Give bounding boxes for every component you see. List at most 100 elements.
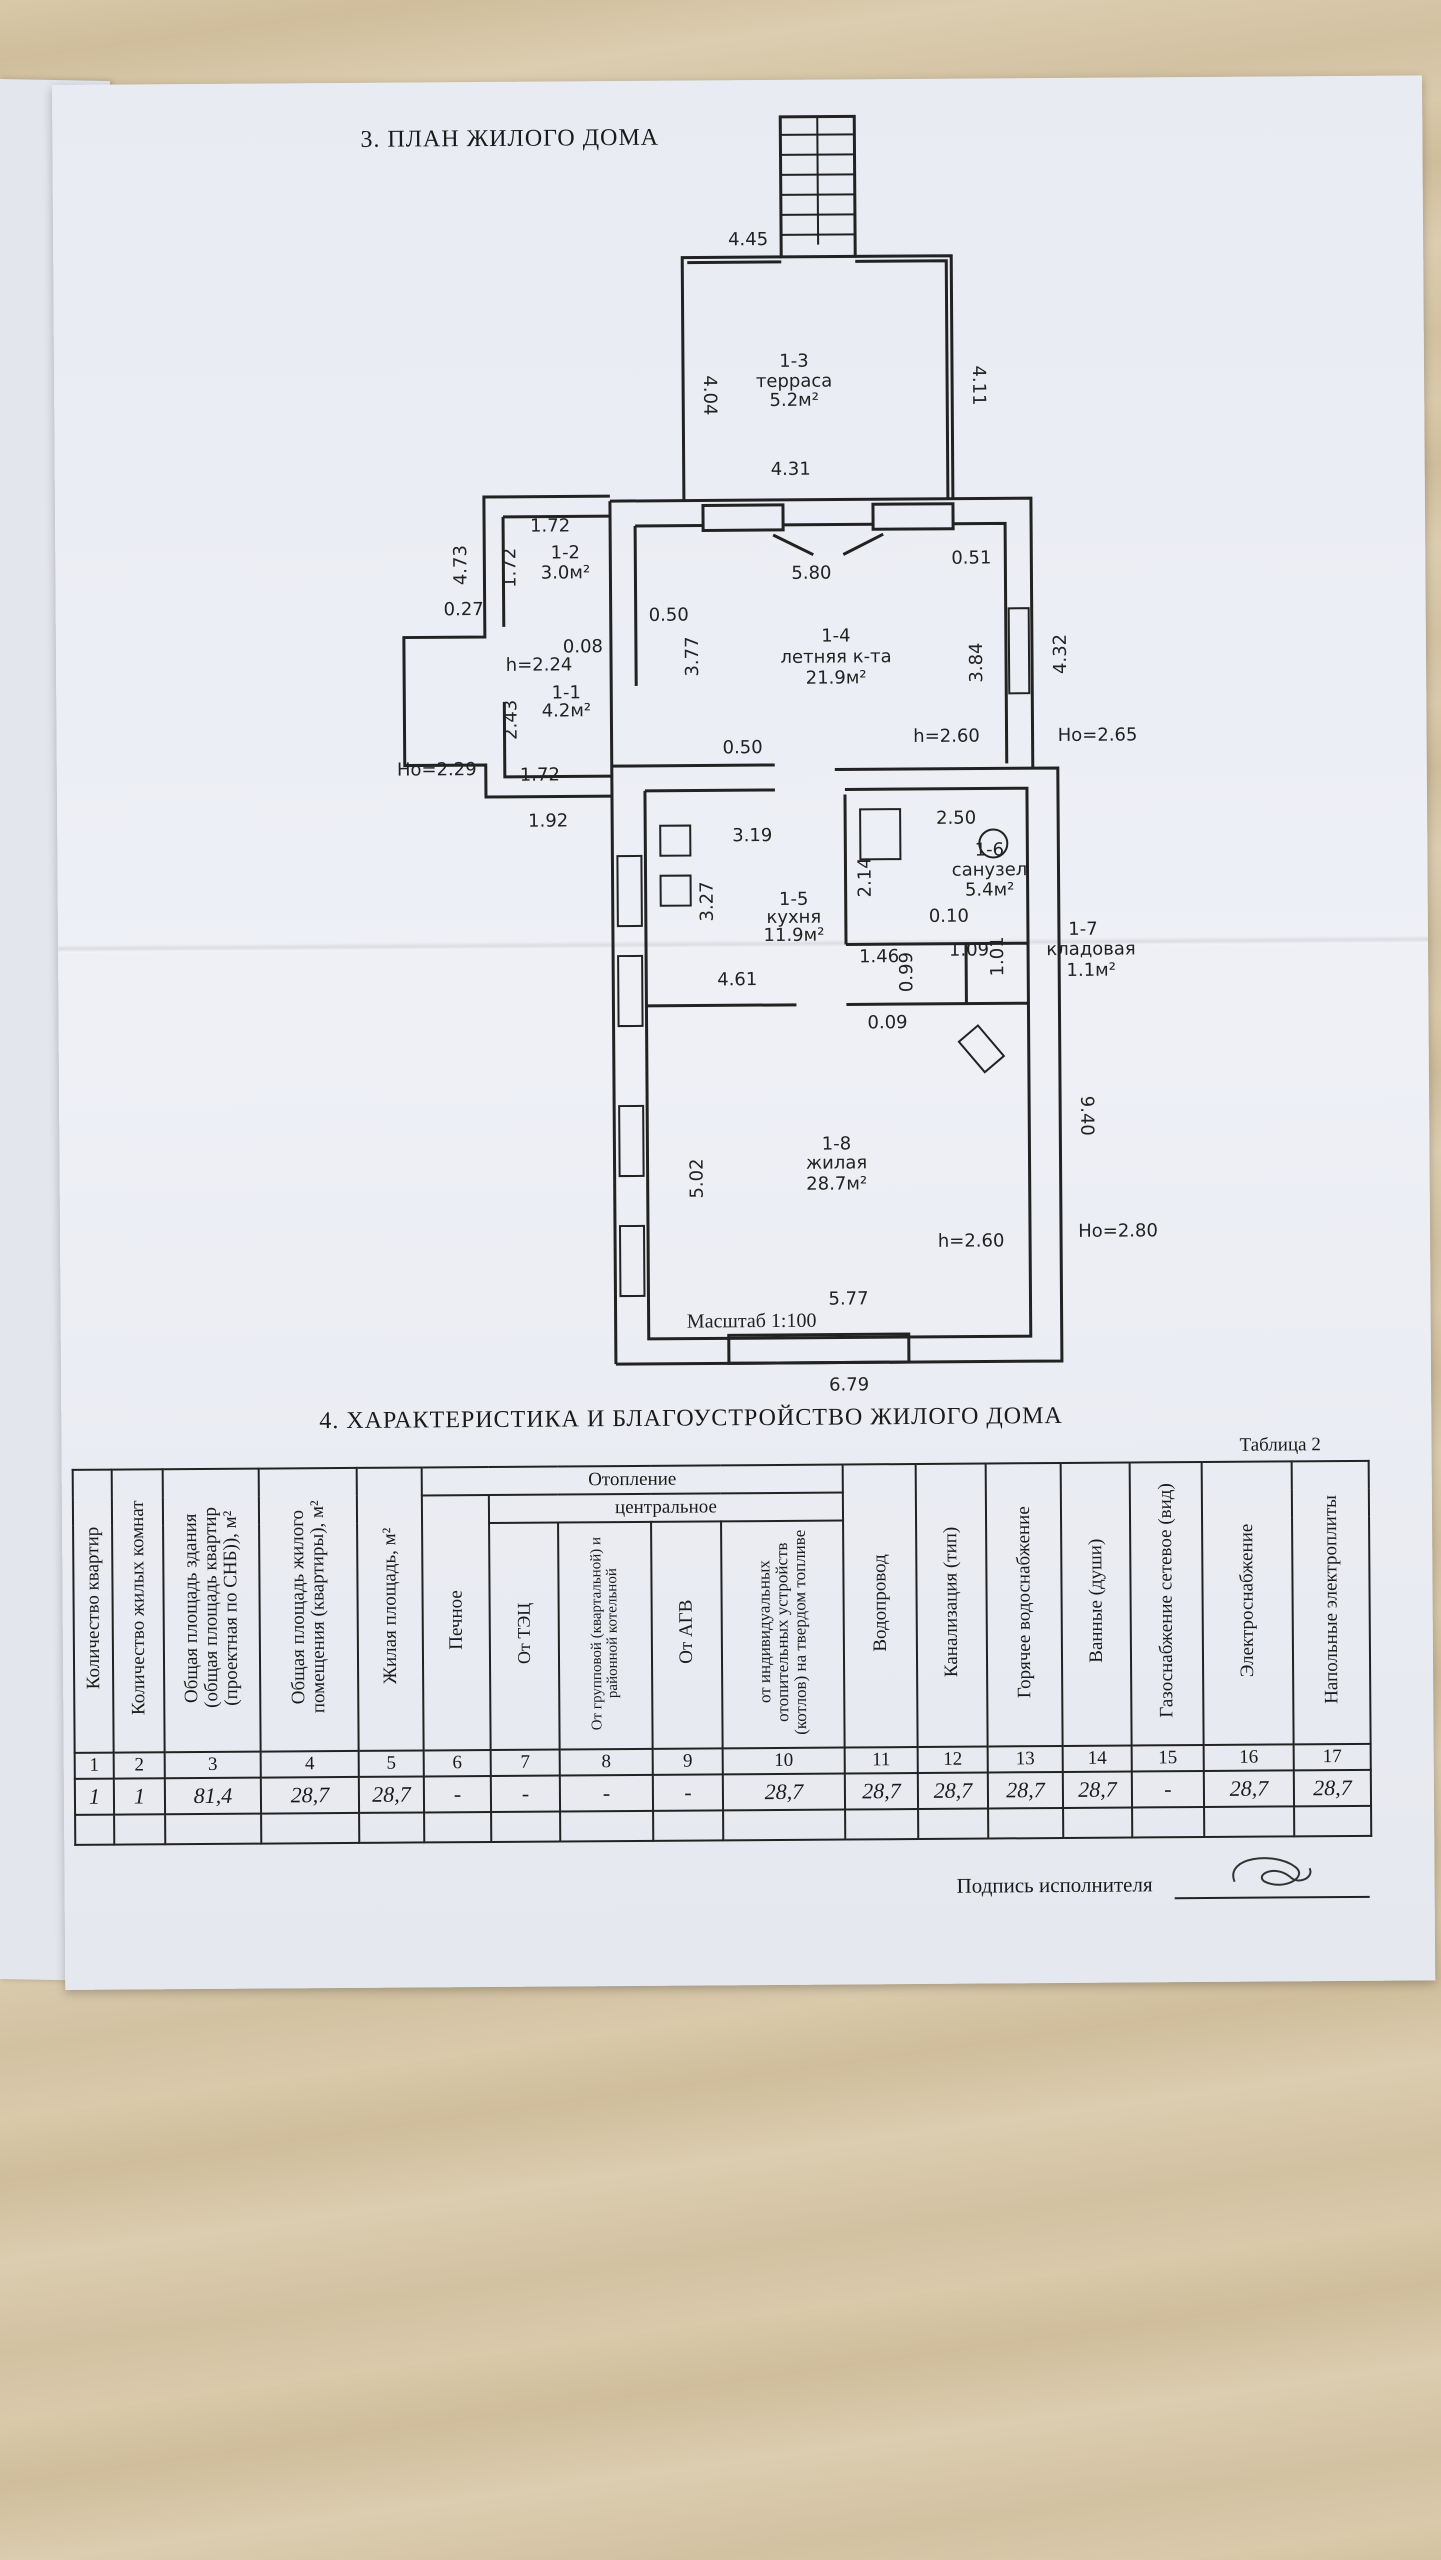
header-cell: Горячее водоснабжение: [1012, 1505, 1035, 1698]
cell: 8: [559, 1748, 653, 1776]
document-page: 3. ПЛАН ЖИЛОГО ДОМА 4.45 4.04 1-3 террас…: [52, 75, 1436, 1990]
dim-label: 0.51: [951, 547, 991, 568]
cell: 28,7: [987, 1771, 1064, 1809]
dim-label: 0.27: [444, 599, 484, 620]
cell: 28,7: [1203, 1770, 1295, 1807]
room-number: 1-2: [551, 542, 581, 563]
cell: 3: [164, 1751, 261, 1779]
cell: 17: [1293, 1743, 1371, 1771]
cell: 10: [722, 1747, 845, 1775]
cell: -: [559, 1774, 654, 1812]
room-area: 5.2м²: [769, 390, 819, 411]
scale-label: Масштаб 1:100: [687, 1310, 817, 1333]
cell: 81,4: [164, 1777, 262, 1815]
height-label: Но=2.80: [1078, 1220, 1158, 1242]
cell: -: [490, 1775, 561, 1812]
cell: -: [1131, 1771, 1205, 1808]
header-cell: Электроснабжение: [1236, 1523, 1259, 1678]
room-area: 21.9м²: [806, 667, 867, 688]
dim-label: 2.50: [936, 808, 976, 829]
header-group-central: центральное: [488, 1492, 844, 1523]
cell: -: [423, 1775, 492, 1813]
dim-label: 0.50: [723, 737, 763, 758]
cell: 13: [987, 1745, 1063, 1773]
dim-label: 3.77: [682, 636, 703, 676]
dim-label: 1.46: [859, 946, 899, 967]
room-name: кладовая: [1046, 938, 1135, 960]
cell: 16: [1203, 1744, 1294, 1772]
characteristics-table: Количество квартир Количество жилых комн…: [72, 1460, 1373, 1846]
room-name: летняя к-та: [780, 646, 891, 668]
cell: 5: [358, 1750, 424, 1777]
dim-label: 4.45: [728, 229, 768, 250]
dim-label: 3.84: [966, 642, 987, 682]
cell: 2: [113, 1752, 165, 1779]
dim-label: 0.09: [867, 1012, 907, 1033]
cell: 28,7: [722, 1773, 846, 1811]
header-cell: Жилая площадь, м²: [378, 1527, 401, 1685]
dim-label: 4.61: [717, 969, 757, 990]
dim-label: 4.31: [771, 459, 811, 480]
cell: 28,7: [917, 1772, 989, 1809]
cell: 15: [1131, 1745, 1204, 1772]
header-cell: Ванные (души): [1084, 1539, 1107, 1664]
header-cell: от индивидуальных отопительных устройств…: [754, 1529, 811, 1735]
height-label: h=2.24: [506, 654, 573, 675]
cell: 1: [74, 1778, 115, 1815]
dim-label: 4.04: [699, 375, 720, 415]
dim-label: 4.11: [968, 365, 989, 405]
signature-label: Подпись исполнителя: [956, 1872, 1153, 1898]
room-name: санузел: [952, 859, 1028, 881]
room-number: 1-4: [821, 625, 851, 646]
height-label: Но=2.65: [1058, 724, 1138, 746]
room-number: 1-8: [822, 1133, 852, 1154]
stair-steps: [780, 116, 856, 245]
room-number: 1-7: [1068, 919, 1098, 940]
cell: 4: [260, 1750, 359, 1778]
dim-label: 0.50: [649, 605, 689, 626]
height-label: h=2.60: [913, 726, 980, 747]
dim-label: 4.73: [450, 545, 471, 585]
cell: 11: [844, 1746, 918, 1774]
dim-label: 9.40: [1076, 1096, 1097, 1136]
dim-label: 1.72: [499, 548, 520, 588]
header-cell: От ТЭЦ: [513, 1603, 535, 1665]
header-cell: Общая площадь здания (общая площадь квар…: [180, 1506, 243, 1708]
dim-label: 0.08: [563, 636, 603, 657]
cell: 12: [917, 1746, 988, 1773]
height-label: Но=2.29: [397, 759, 477, 781]
room-area: 3.0м²: [541, 562, 591, 583]
dim-label: 1.72: [530, 515, 570, 536]
room-name: жилая: [806, 1152, 867, 1173]
header-cell: От групповой (квартальной) и районной ко…: [587, 1536, 621, 1730]
room-name: кухня: [766, 907, 821, 928]
dim-label: 0.99: [896, 952, 917, 992]
cell: 28,7: [1293, 1769, 1372, 1807]
dim-label: 3.27: [697, 881, 718, 921]
cell: 28,7: [844, 1772, 919, 1810]
room-number: 1-5: [779, 889, 809, 910]
floor-plan: 4.45 4.04 1-3 терраса 5.2м² 4.11 4.31 1.…: [397, 114, 1158, 1396]
dim-label: 5.77: [828, 1288, 868, 1309]
header-cell: Газоснабжение сетевое (вид): [1154, 1483, 1178, 1719]
cell: 28,7: [260, 1776, 360, 1814]
height-label: h=2.60: [938, 1230, 1005, 1251]
dim-label: 1.09: [949, 939, 989, 960]
cell: 6: [423, 1749, 491, 1777]
header-cell: Печное: [445, 1589, 467, 1650]
room-area: 1.1м²: [1066, 960, 1116, 981]
dim-label: 0.10: [929, 906, 969, 927]
dim-label: 1.01: [987, 936, 1008, 976]
header-group-heating: Отопление: [421, 1464, 843, 1496]
signature-mark: [1232, 1857, 1312, 1886]
dim-label: 3.19: [732, 825, 772, 846]
cell: 14: [1062, 1745, 1132, 1772]
section-4-title: 4. ХАРАКТЕРИСТИКА И БЛАГОУСТРОЙСТВО ЖИЛО…: [319, 1402, 1063, 1435]
dim-label: 5.02: [687, 1158, 708, 1198]
dim-label: 4.32: [1050, 634, 1071, 674]
cell: 28,7: [1062, 1771, 1133, 1808]
cell: 28,7: [358, 1776, 425, 1813]
cell: 1: [74, 1752, 114, 1779]
dim-label: 1.72: [520, 764, 560, 785]
room-name: терраса: [756, 371, 833, 393]
